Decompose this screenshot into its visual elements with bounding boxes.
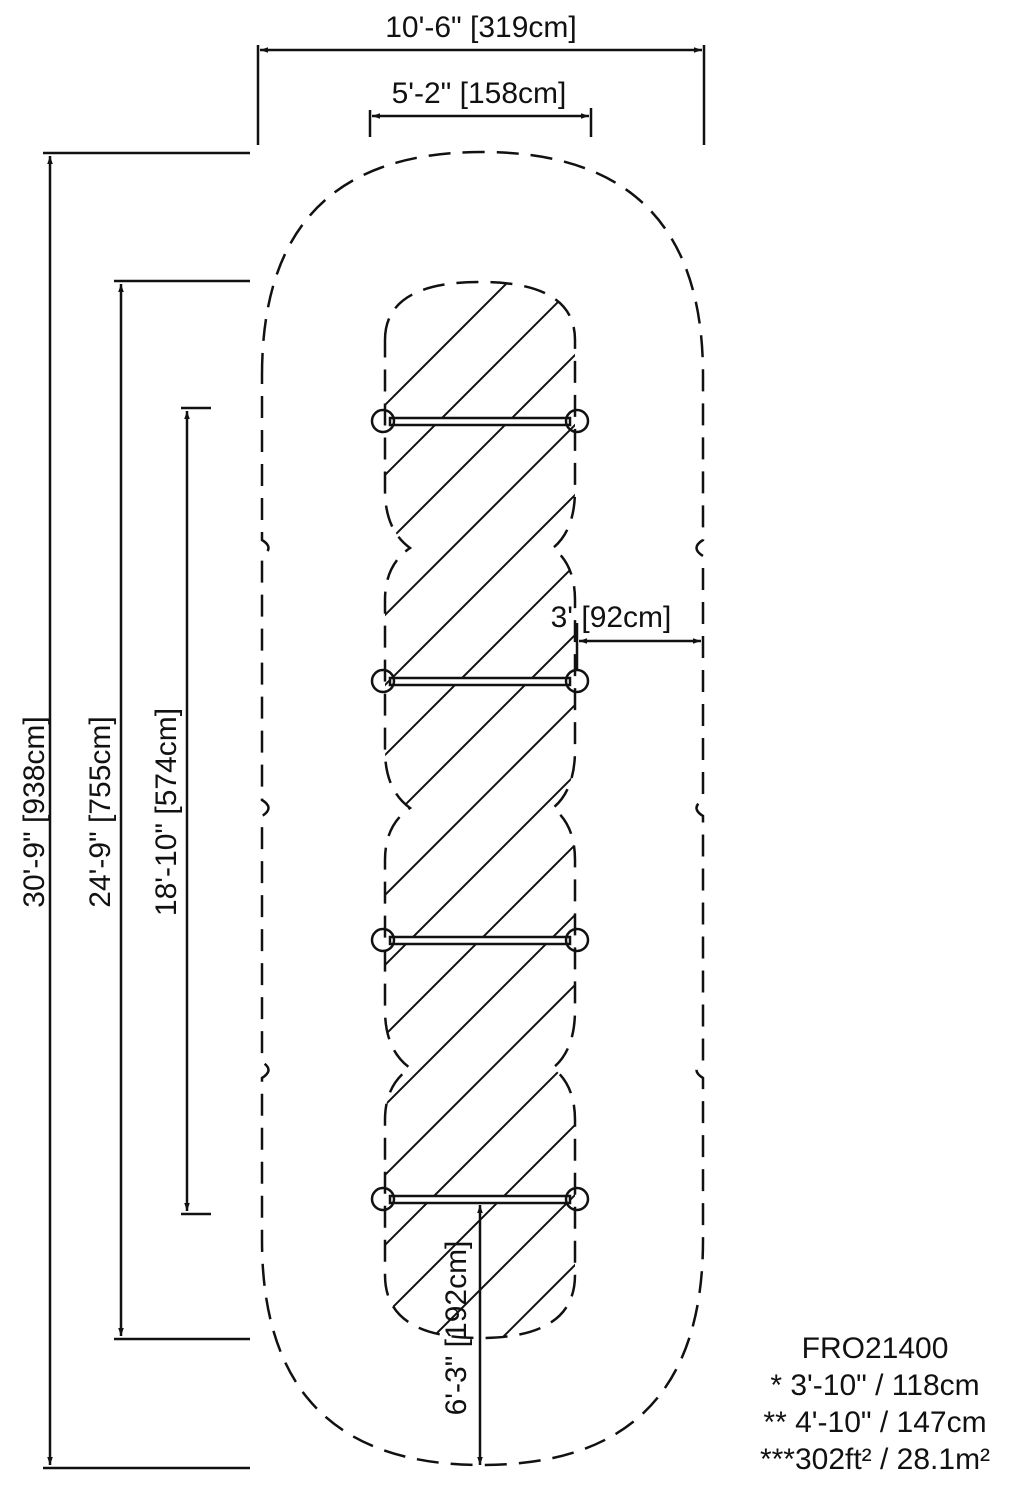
bar-4: [370, 1186, 590, 1212]
hatched-use-zone: [383, 280, 577, 1340]
equipment-width-label: 5'-2" [158cm]: [392, 77, 567, 110]
dimension-fall-zone-length: [114, 279, 250, 1341]
bar-2: [370, 668, 590, 694]
product-code: FRO21400: [801, 1332, 949, 1365]
fall-zone-length-label: 24'-9" [755cm]: [84, 716, 117, 907]
equipment-length-label: 18'-10" [574cm]: [150, 708, 183, 916]
dimension-side-clearance: [575, 623, 701, 670]
dimension-equipment-length: [181, 406, 211, 1216]
outer-boundary: [260, 150, 705, 1467]
dimension-overall-width: [256, 45, 706, 145]
legend-line-2: ** 4'-10" / 147cm: [763, 1406, 987, 1439]
side-clearance-label: 3' [92cm]: [551, 601, 672, 634]
bar-1: [370, 408, 590, 434]
legend-line-3: ***302ft² / 28.1m²: [759, 1443, 991, 1476]
legend-line-1: * 3'-10" / 118cm: [770, 1369, 980, 1402]
bar-3: [370, 927, 590, 953]
dimension-equipment-width: [368, 108, 593, 137]
end-clearance-label: 6'-3" [192cm]: [440, 1241, 473, 1416]
overall-length-label: 30'-9" [938cm]: [18, 716, 51, 907]
product-legend: FRO21400 * 3'-10" / 118cm ** 4'-10" / 14…: [730, 1330, 1020, 1478]
dimension-overall-length: [43, 151, 250, 1470]
overall-width-label: 10'-6" [319cm]: [385, 11, 576, 44]
